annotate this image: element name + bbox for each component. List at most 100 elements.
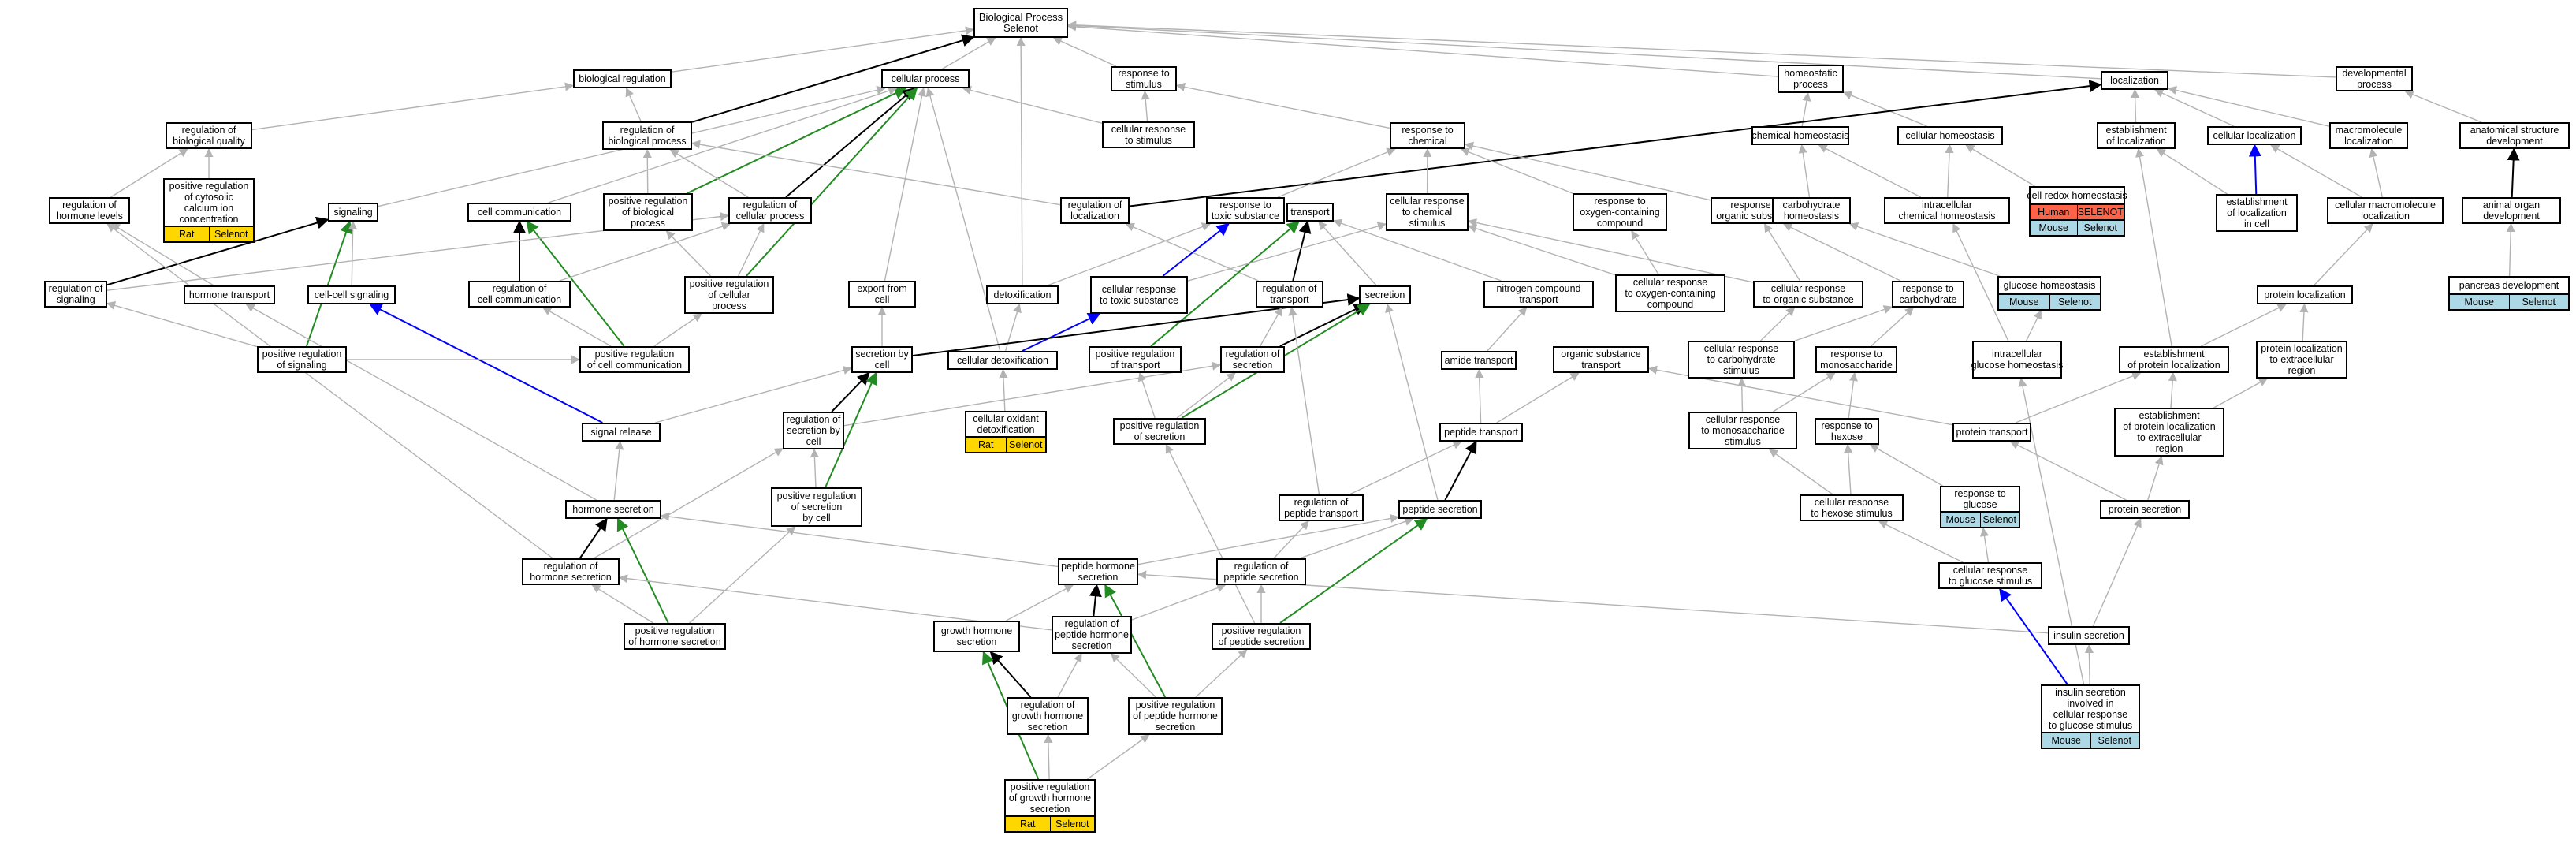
go-term-posreggrowthsec[interactable]: positive regulation of growth hormone se… <box>1004 779 1096 817</box>
go-term-reghormsec[interactable]: regulation of hormone secretion <box>522 558 620 585</box>
go-term-redox[interactable]: cell redox homeostasis <box>2027 186 2127 205</box>
go-term-cellcellsig[interactable]: cell-cell signaling <box>307 285 396 304</box>
go-term-posreghormsec[interactable]: positive regulation of hormone secretion <box>624 623 726 650</box>
go-term-respoxy[interactable]: response to oxygen-containing compound <box>1573 193 1667 231</box>
go-term-posregtrans[interactable]: positive regulation of transport <box>1089 346 1182 373</box>
edge-estprotlocextra-to-protlocextra <box>2213 378 2269 408</box>
go-term-cellrespchem[interactable]: cellular response to chemical stimulus <box>1386 193 1469 231</box>
go-term-local[interactable]: localization <box>2101 71 2168 90</box>
go-term-hormtrans[interactable]: hormone transport <box>184 285 275 304</box>
edge-redox-to-cellhomeo <box>1965 144 2035 187</box>
go-term-regsecbycell[interactable]: regulation of secretion by cell <box>783 412 844 449</box>
go-term-intragluc[interactable]: intracellular glucose homeostasis <box>1971 341 2063 379</box>
go-term-animorgan[interactable]: animal organ development <box>2462 197 2561 224</box>
go-term-regpepsec[interactable]: regulation of peptide secretion <box>1216 558 1306 585</box>
go-term-posregpephormsec[interactable]: positive regulation of peptide hormone s… <box>1128 697 1223 735</box>
go-term-detox[interactable]: detoxification <box>986 285 1059 304</box>
go-term-exportcell[interactable]: export from cell <box>848 281 916 308</box>
go-term-regcellcomm[interactable]: regulation of cell communication <box>468 281 571 308</box>
go-term-regcellproc[interactable]: regulation of cellular process <box>728 197 812 224</box>
go-term-resphex[interactable]: response to hexose <box>1815 418 1879 445</box>
go-term-regloc[interactable]: regulation of localization <box>1060 197 1130 224</box>
go-term-posregcellproc[interactable]: positive regulation of cellular process <box>684 276 774 314</box>
go-term-intrachem[interactable]: intracellular chemical homeostasis <box>1884 197 2010 224</box>
go-term-posregsecbycell[interactable]: positive regulation of secretion by cell <box>771 487 862 527</box>
go-term-regpeptrans[interactable]: regulation of peptide transport <box>1279 494 1364 521</box>
go-term-reghormlev[interactable]: regulation of hormone levels <box>49 197 130 224</box>
go-term-root[interactable]: Biological Process Selenot <box>973 8 1068 38</box>
go-term-posregcellcomm[interactable]: positive regulation of cell communicatio… <box>579 346 690 373</box>
go-term-insulinsec[interactable]: insulin secretion <box>2048 626 2130 645</box>
go-term-estprotloc[interactable]: establishment of protein localization <box>2119 346 2229 373</box>
go-term-anatdev[interactable]: anatomical structure development <box>2459 122 2570 149</box>
go-term-respgluc[interactable]: response to glucose <box>1940 486 2020 513</box>
go-term-insulinglucose[interactable]: insulin secretion involved in cellular r… <box>2041 684 2140 733</box>
go-term-celloxdetox[interactable]: cellular oxidant detoxification <box>965 411 1047 438</box>
edge-animorgan-to-anatdev <box>2507 147 2520 198</box>
go-term-respcarb[interactable]: response to carbohydrate <box>1892 281 1964 308</box>
go-term-growthsec[interactable]: growth hormone secretion <box>933 621 1020 652</box>
go-term-cellresphex[interactable]: cellular response to hexose stimulus <box>1800 494 1904 521</box>
go-term-cellrespmono[interactable]: cellular response to monosaccharide stim… <box>1688 412 1797 449</box>
go-term-glucohomeo[interactable]: glucose homeostasis <box>1997 276 2101 295</box>
go-term-estprotlocextra[interactable]: establishment of protein localization to… <box>2114 408 2224 457</box>
go-term-posregpepsec[interactable]: positive regulation of peptide secretion <box>1212 623 1311 650</box>
go-term-nitrotrans[interactable]: nitrogen compound transport <box>1483 281 1594 308</box>
go-term-estloc[interactable]: establishment of localization <box>2097 122 2176 149</box>
go-term-secretion[interactable]: secretion <box>1359 285 1411 304</box>
edge-estprotloc-to-protloc <box>2201 304 2287 347</box>
go-term-cellproc[interactable]: cellular process <box>881 69 970 88</box>
go-term-carbhomeo[interactable]: carbohydrate homeostasis <box>1772 197 1851 224</box>
go-term-protsec[interactable]: protein secretion <box>2100 500 2190 519</box>
go-term-bioreg[interactable]: biological regulation <box>573 69 672 88</box>
go-term-cellresporg[interactable]: cellular response to organic substance <box>1753 281 1863 308</box>
edge-posregcellproc-to-posregbio <box>665 230 711 277</box>
go-term-cellcomm[interactable]: cell communication <box>467 203 571 222</box>
go-term-pancdev[interactable]: pancreas development <box>2448 276 2570 295</box>
go-term-cellhomeo[interactable]: cellular homeostasis <box>1897 126 2003 145</box>
go-term-pepsec[interactable]: peptide secretion <box>1398 500 1482 519</box>
go-term-cellloc[interactable]: cellular localization <box>2207 126 2302 145</box>
go-term-orgsubtrans[interactable]: organic substance transport <box>1553 346 1649 373</box>
go-term-posregcyto[interactable]: positive regulation of cytosolic calcium… <box>163 178 255 227</box>
go-term-posregsig[interactable]: positive regulation of signaling <box>257 346 347 373</box>
go-term-reggrowthsec[interactable]: regulation of growth hormone secretion <box>1007 697 1089 735</box>
go-term-resptoxic[interactable]: response to toxic substance <box>1206 197 1285 224</box>
go-term-regsig[interactable]: regulation of signaling <box>44 281 107 308</box>
go-term-resptochem[interactable]: response to chemical <box>1390 122 1465 149</box>
go-term-hormsec[interactable]: hormone secretion <box>565 500 661 519</box>
go-term-regbioqual[interactable]: regulation of biological quality <box>166 122 252 149</box>
go-term-cellrespgluc[interactable]: cellular response to glucose stimulus <box>1938 562 2042 589</box>
go-term-protlocextra[interactable]: protein localization to extracellular re… <box>2256 341 2347 379</box>
go-term-secbycell[interactable]: secretion by cell <box>851 346 913 373</box>
go-term-chemhomeo[interactable]: chemical homeostasis <box>1751 126 1849 145</box>
go-term-signalrel[interactable]: signal release <box>582 423 661 442</box>
go-term-macroloc[interactable]: macromolecule localization <box>2329 122 2408 149</box>
go-term-celldetox[interactable]: cellular detoxification <box>947 351 1058 370</box>
edge-chemhomeo-to-homeo <box>1801 91 1811 127</box>
go-term-devproc[interactable]: developmental process <box>2336 66 2413 91</box>
go-term-respmono[interactable]: response to monosaccharide <box>1815 346 1897 373</box>
go-term-estlocincell[interactable]: establishment of localization in cell <box>2216 194 2298 232</box>
go-term-regtrans[interactable]: regulation of transport <box>1256 281 1323 308</box>
go-term-transport[interactable]: transport <box>1286 203 1334 222</box>
go-term-cellmacroloc[interactable]: cellular macromolecule localization <box>2327 197 2444 224</box>
go-term-cellrespoxy[interactable]: cellular response to oxygen-containing c… <box>1615 274 1725 312</box>
go-term-protloc[interactable]: protein localization <box>2257 285 2353 304</box>
go-term-amidetrans[interactable]: amide transport <box>1441 351 1517 370</box>
go-term-regsec[interactable]: regulation of secretion <box>1220 346 1285 373</box>
go-term-pephormsec[interactable]: peptide hormone secretion <box>1058 558 1138 585</box>
go-term-cellresptoxic[interactable]: cellular response to toxic substance <box>1090 276 1188 314</box>
go-term-homeo[interactable]: homeostatic process <box>1778 65 1844 93</box>
go-term-posregbio[interactable]: positive regulation of biological proces… <box>603 193 693 231</box>
go-term-peptrans[interactable]: peptide transport <box>1439 423 1523 442</box>
go-term-cellrespstim[interactable]: cellular response to stimulus <box>1102 121 1195 148</box>
go-term-regbioproc[interactable]: regulation of biological process <box>602 121 692 150</box>
go-term-posregsec[interactable]: positive regulation of secretion <box>1113 418 1206 445</box>
go-term-cellrespcarb[interactable]: cellular response to carbohydrate stimul… <box>1688 341 1795 379</box>
go-term-regpephormsec[interactable]: regulation of peptide hormone secretion <box>1052 616 1132 654</box>
go-term-respstim[interactable]: response to stimulus <box>1111 66 1177 91</box>
go-term-prottrans[interactable]: protein transport <box>1952 423 2031 442</box>
go-term-signaling[interactable]: signaling <box>328 203 378 222</box>
